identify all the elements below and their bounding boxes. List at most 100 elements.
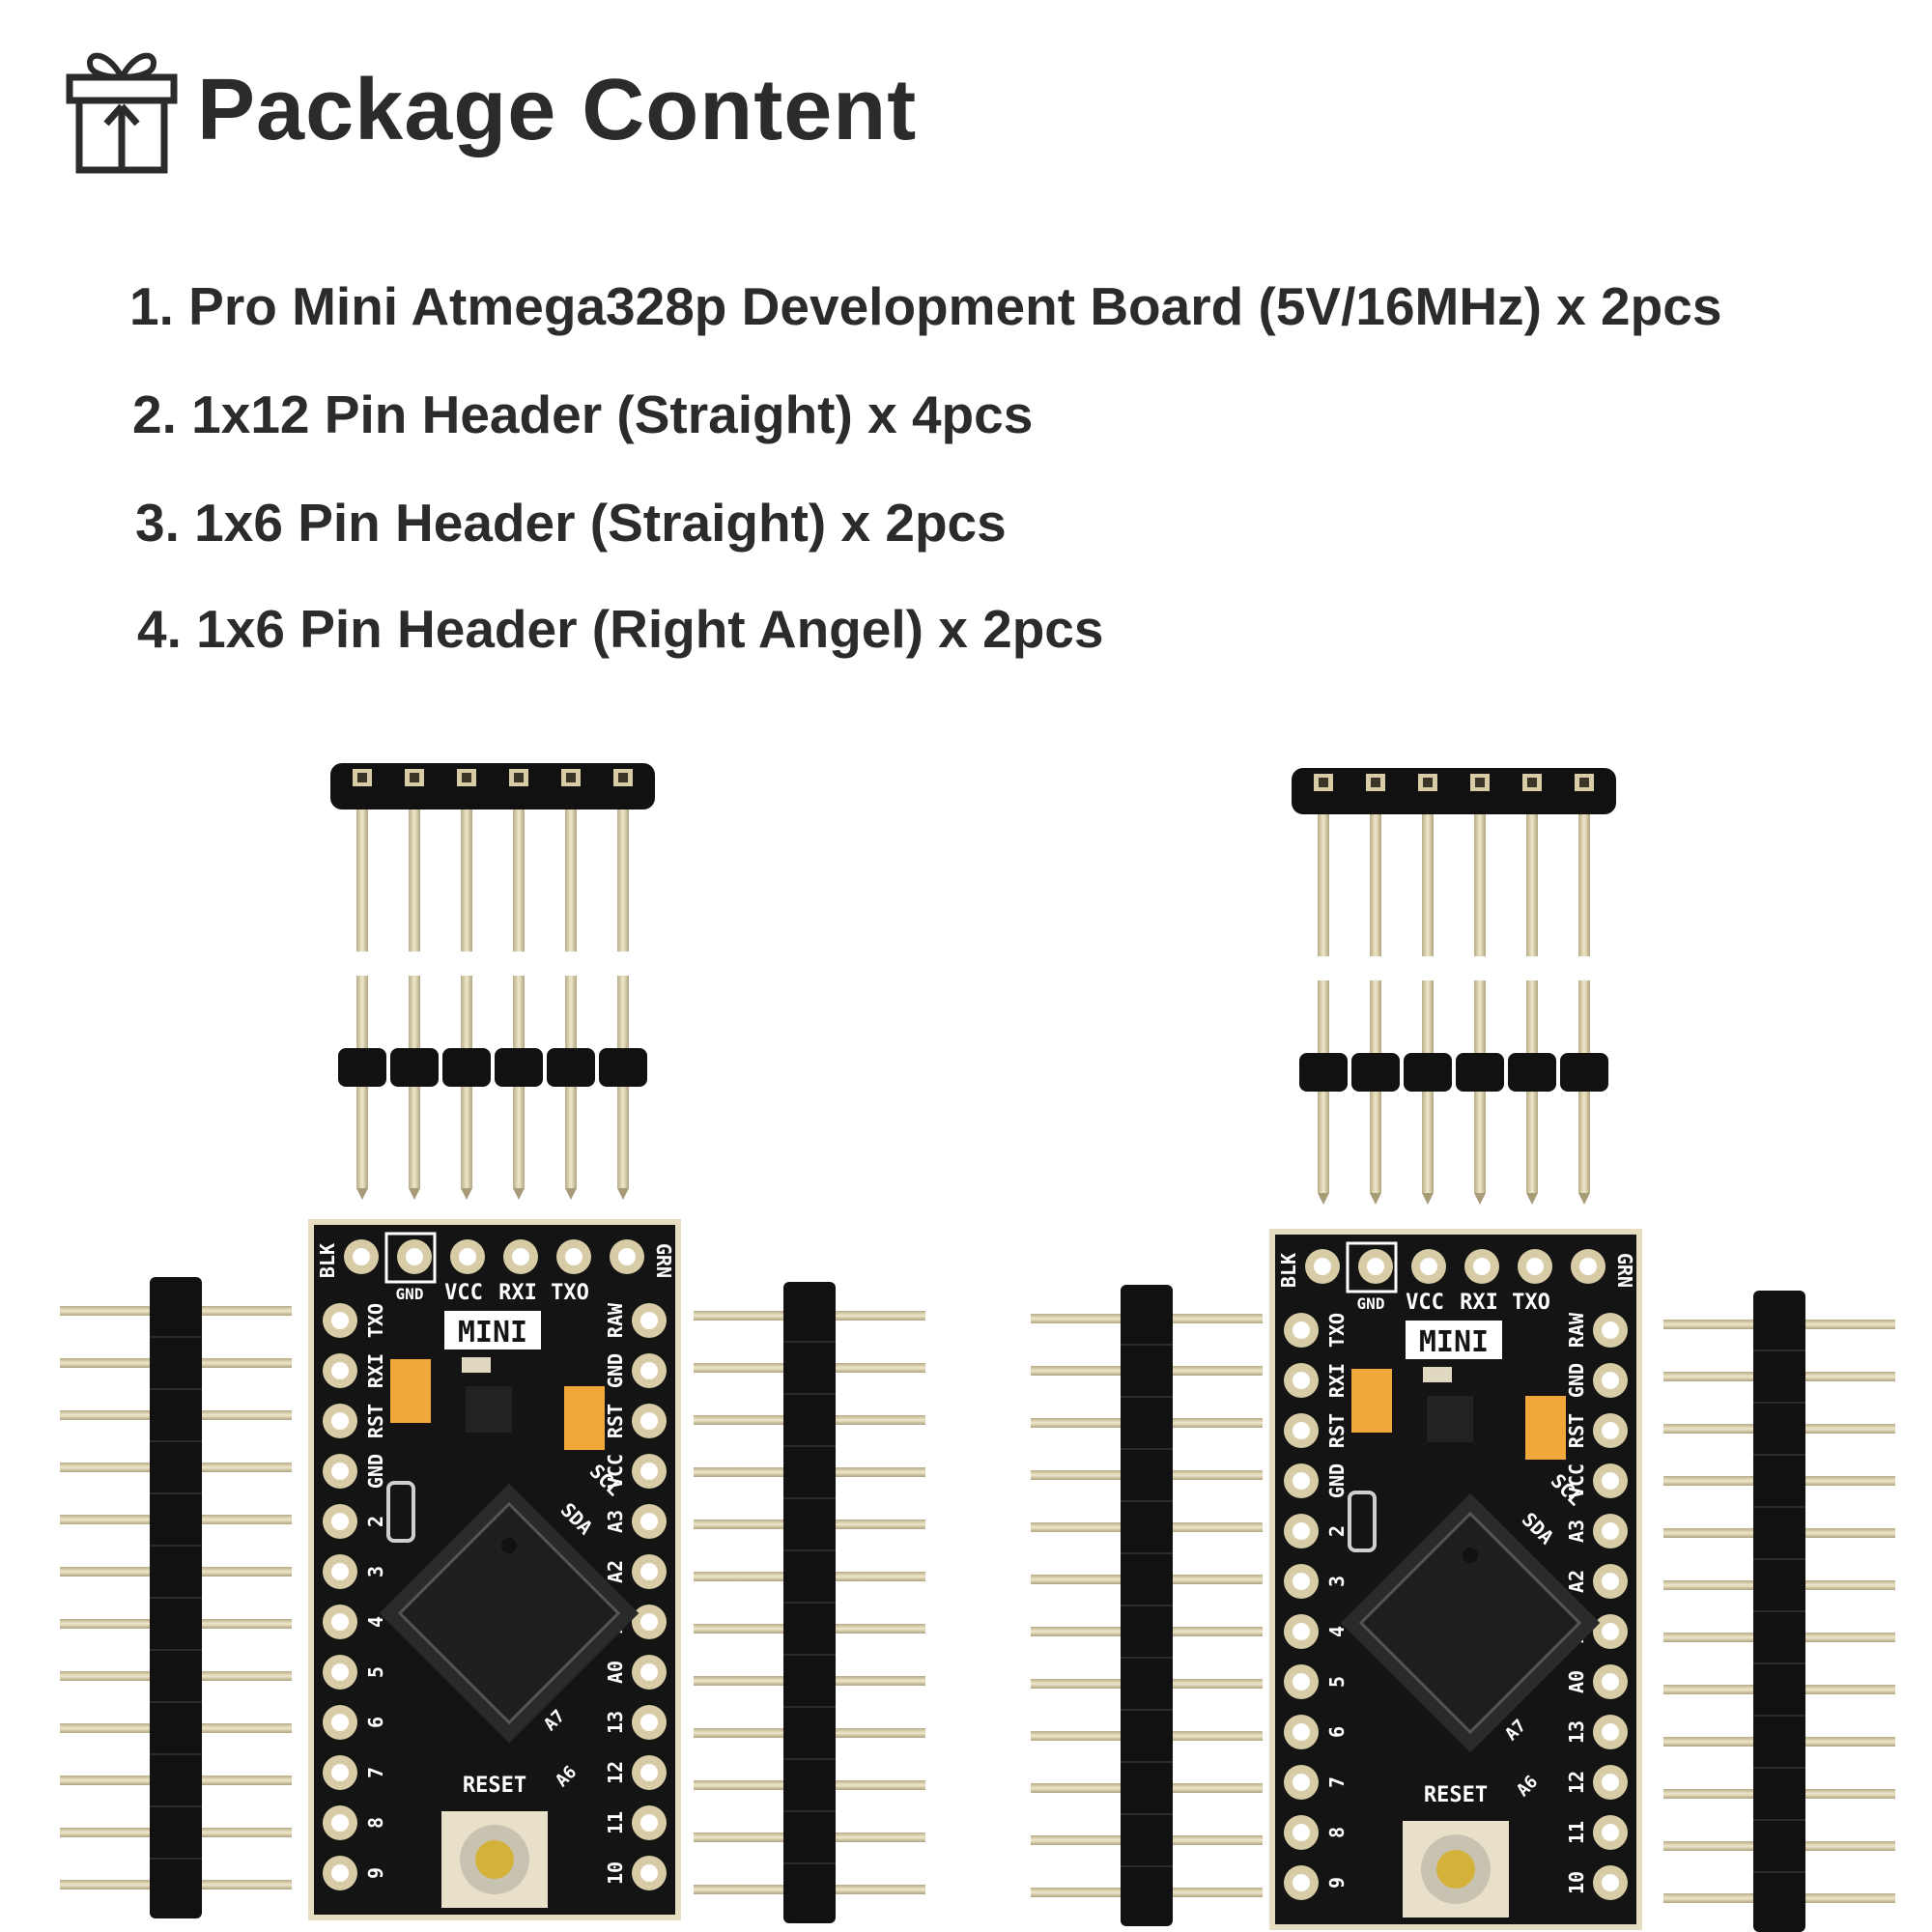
pin-hole (331, 1362, 349, 1379)
pcb-label: 3 (1325, 1576, 1349, 1587)
list-item: 2. 1x12 Pin Header (Straight) x 4pcs (132, 384, 1034, 444)
header-pin-end (410, 773, 419, 782)
pcb-label: GND (1565, 1363, 1588, 1398)
pcb-label: TXO (364, 1303, 387, 1338)
pin-hole (1314, 1258, 1331, 1275)
pin-hole (1473, 1258, 1491, 1275)
pcb-label: RAW (1565, 1312, 1588, 1348)
header-pin (409, 810, 420, 952)
pcb-label: 4 (364, 1616, 387, 1628)
pcb-label: RXI (364, 1353, 387, 1388)
pcb-label: 13 (1565, 1720, 1588, 1744)
mcu-chip (397, 1501, 621, 1725)
header-pin-end (566, 773, 576, 782)
resistor (462, 1357, 491, 1373)
pcb-label: 10 (604, 1861, 627, 1885)
reset-button-cap (1436, 1850, 1475, 1889)
header-pin-tip (1318, 1193, 1329, 1205)
pin-header-1x12 (60, 1277, 292, 1918)
pcb-label: 5 (1325, 1676, 1349, 1688)
header-segment (338, 1048, 386, 1087)
pcb-label: RXI (1325, 1363, 1349, 1398)
pin-hole (331, 1613, 349, 1631)
pcb-label: GND (396, 1285, 424, 1303)
pin-hole (1293, 1623, 1310, 1640)
pcb-label: 12 (604, 1761, 627, 1784)
pin-hole (640, 1513, 658, 1530)
header-pin (1370, 814, 1381, 956)
regulator (1427, 1396, 1473, 1442)
header-pin-end (1475, 778, 1485, 787)
pin-hole (1602, 1824, 1619, 1841)
pin-hole (640, 1663, 658, 1681)
pin-hole (1602, 1472, 1619, 1490)
pcb-label: GND (1325, 1463, 1349, 1498)
pcb-label: 8 (1325, 1827, 1349, 1838)
header-pin-end (1319, 778, 1328, 787)
pcb-label: 2 (1325, 1525, 1349, 1537)
header-pin-tip (1422, 1193, 1434, 1205)
pin-hole (1602, 1774, 1619, 1791)
crystal (386, 1481, 415, 1543)
pin-hole (1602, 1522, 1619, 1540)
pin-hole (1526, 1258, 1544, 1275)
gnd-box (384, 1232, 437, 1284)
mini-label-box (444, 1311, 541, 1350)
header-pin-end (1371, 778, 1380, 787)
straight-header (1299, 980, 1608, 1205)
title-row: Package Content (64, 43, 917, 178)
header-pin-tip (461, 1188, 472, 1200)
pcb-label: 3 (364, 1566, 387, 1577)
pin-header-1x12 (1663, 1291, 1895, 1932)
pcb-label: TXO (1512, 1291, 1550, 1315)
pin-hole (1293, 1422, 1310, 1439)
pcb-label: RST (1325, 1413, 1349, 1448)
pin-hole (1293, 1774, 1310, 1791)
pcb-label: RXI (1460, 1291, 1498, 1315)
pcb-label: A2 (1565, 1570, 1588, 1593)
pcb-label: GND (604, 1353, 627, 1388)
header-segment (1456, 1053, 1504, 1092)
pcb-label: 5 (364, 1666, 387, 1678)
capacitor (1351, 1369, 1392, 1433)
right-angle-header (330, 763, 655, 952)
mcu-dot (1463, 1548, 1478, 1563)
pin-hole (331, 1312, 349, 1329)
header-segment (1351, 1053, 1400, 1092)
pin-hole (1293, 1573, 1310, 1590)
header-pin-end (357, 773, 367, 782)
header-pin (617, 810, 629, 952)
reset-button-cap (475, 1840, 514, 1879)
header-pin-tip (1474, 1193, 1486, 1205)
pin-hole (1293, 1723, 1310, 1741)
pcb-label: VCC (604, 1454, 627, 1489)
mini-label-box (1406, 1321, 1502, 1359)
pin-hole (640, 1613, 658, 1631)
pin-hole (1602, 1673, 1619, 1690)
pcb-label: GRN (1613, 1253, 1636, 1288)
pin-hole (1602, 1573, 1619, 1590)
pcb-label: MINI (1419, 1325, 1489, 1359)
pcb-label: 8 (364, 1817, 387, 1829)
pcb-label: RXI (498, 1281, 537, 1305)
pin-hole (1293, 1372, 1310, 1389)
header-pin-tip (565, 1188, 577, 1200)
header-pin (1318, 814, 1329, 956)
pin-hole (640, 1312, 658, 1329)
pin-hole (459, 1248, 476, 1265)
capacitor (1525, 1396, 1566, 1460)
pin-hole (640, 1864, 658, 1882)
pin-hole (331, 1764, 349, 1781)
pcb-label: 11 (1565, 1821, 1588, 1844)
pcb-label: 6 (364, 1717, 387, 1728)
regulator (466, 1386, 512, 1433)
header-segment (390, 1048, 439, 1087)
pcb-label: A0 (1565, 1670, 1588, 1693)
straight-header (338, 976, 647, 1200)
pin-hole (640, 1412, 658, 1430)
pin-hole (353, 1248, 370, 1265)
pcb-label: A0 (604, 1661, 627, 1684)
pin-hole (640, 1362, 658, 1379)
pin-hole (565, 1248, 582, 1265)
